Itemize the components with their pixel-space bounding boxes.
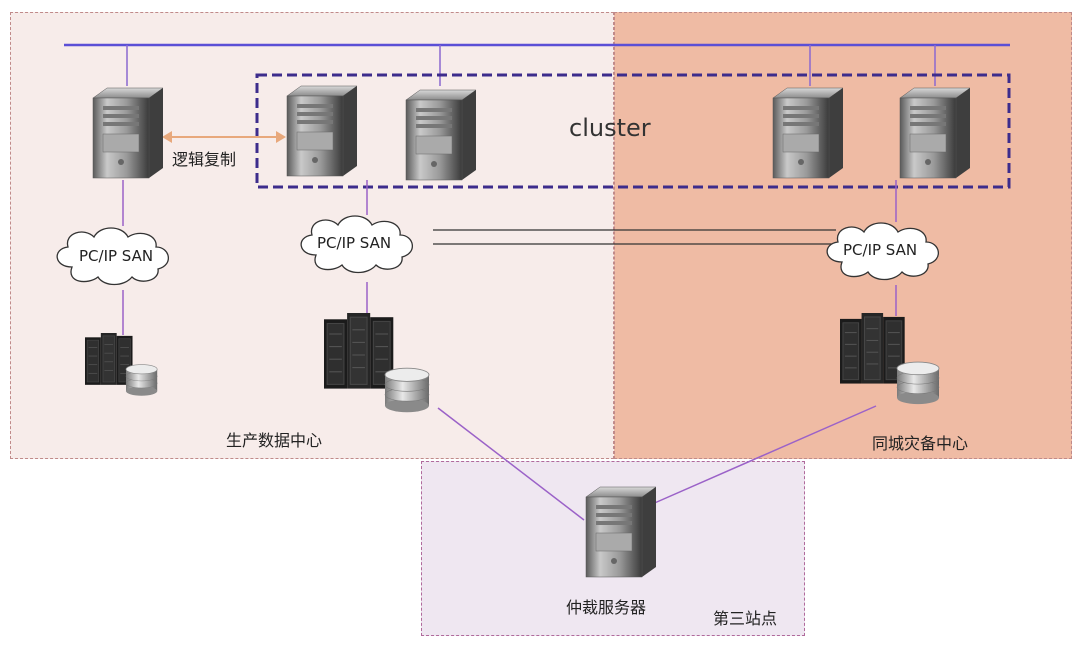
storage-array-icon [323, 312, 394, 390]
disk-stack-icon [896, 361, 940, 405]
storage-array-icon [839, 312, 906, 385]
third-site-label: 第三站点 [713, 609, 778, 628]
server-icon [405, 89, 477, 181]
cluster-label: cluster [569, 114, 651, 142]
production-zone-label: 生产数据中心 [226, 431, 323, 450]
server-icon [899, 87, 971, 179]
replication-label: 逻辑复制 [172, 150, 237, 169]
arbitration-link [437, 407, 585, 521]
storage-array-icon [84, 332, 133, 386]
disk-stack-icon [125, 364, 158, 397]
server-icon [92, 87, 164, 179]
cluster-boundary [255, 73, 1011, 189]
disk-stack-icon [384, 367, 430, 413]
san-cloud-label: PC/IP SAN [843, 241, 918, 259]
server-icon [585, 486, 657, 578]
arbitration-link [649, 405, 877, 506]
server-icon [772, 87, 844, 179]
dr-zone-label: 同城灾备中心 [872, 434, 969, 453]
server-icon [286, 85, 358, 177]
replication-arrow [162, 131, 286, 143]
san-cloud-label: PC/IP SAN [79, 247, 154, 265]
arbitration-server-label: 仲裁服务器 [566, 598, 647, 617]
san-cloud-label: PC/IP SAN [317, 234, 392, 252]
